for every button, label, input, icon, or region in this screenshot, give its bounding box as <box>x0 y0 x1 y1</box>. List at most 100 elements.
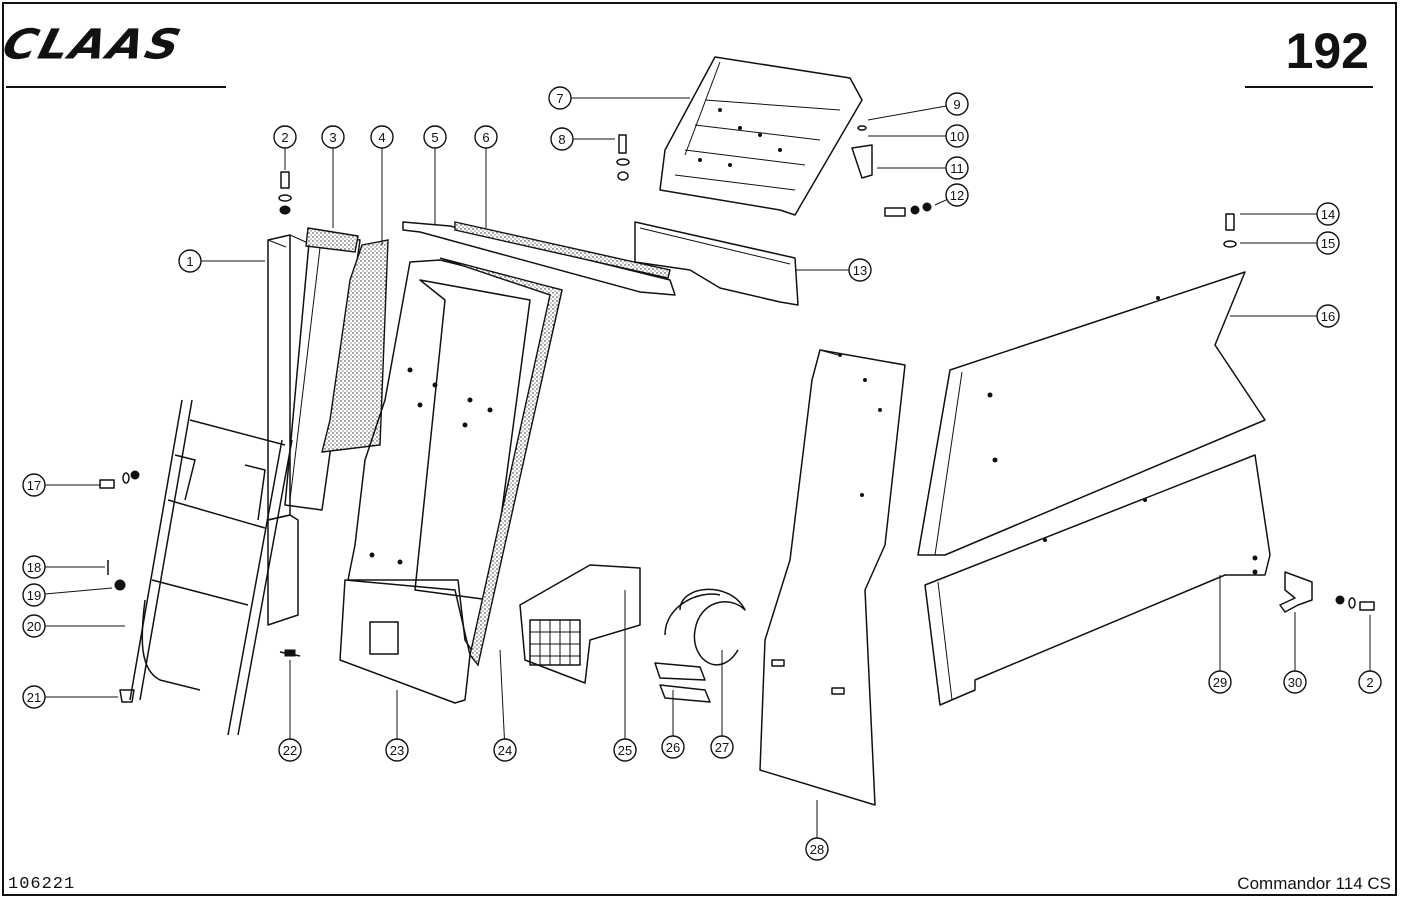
callout-6: 6 <box>474 125 498 228</box>
callout-label: 29 <box>1213 675 1227 690</box>
callout-2: 2 <box>273 125 297 170</box>
callout-29: 29 <box>1208 575 1232 694</box>
callout-2: 2 <box>1358 615 1382 694</box>
part-13-bracket <box>634 221 799 306</box>
part-23-lower-plate <box>339 579 471 704</box>
callout-circle <box>22 614 46 638</box>
callout-8: 8 <box>550 127 615 151</box>
callout-4: 4 <box>370 125 394 245</box>
callout-label: 30 <box>1288 675 1302 690</box>
callout-label: 13 <box>853 263 867 278</box>
callout-15: 15 <box>1240 231 1340 255</box>
callout-19: 19 <box>22 583 113 607</box>
callout-26: 26 <box>661 690 685 759</box>
callout-label: 1 <box>186 254 193 269</box>
callout-circle <box>385 738 409 762</box>
part-24-door-panel <box>347 257 563 667</box>
callout-circle <box>278 738 302 762</box>
page-number: 192 <box>1285 23 1369 79</box>
callout-circle <box>1316 202 1340 226</box>
callout-21: 21 <box>22 685 118 709</box>
callout-label: 11 <box>950 161 964 176</box>
callout-circle <box>1316 231 1340 255</box>
callout-18: 18 <box>22 555 105 579</box>
callout-label: 21 <box>27 690 41 705</box>
part-22-screw <box>279 649 301 657</box>
callout-label: 10 <box>950 129 964 144</box>
callout-circle <box>423 125 447 149</box>
callout-label: 2 <box>281 130 288 145</box>
callout-circle <box>1358 670 1382 694</box>
callout-circle <box>945 124 969 148</box>
part-30-bracket <box>1279 571 1375 613</box>
callout-12: 12 <box>934 183 969 207</box>
part-17-21-hardware <box>99 470 140 703</box>
part-26-27-hose <box>654 588 746 703</box>
callout-circle <box>474 125 498 149</box>
callout-label: 26 <box>666 740 680 755</box>
part-29-lower-panel <box>924 454 1271 706</box>
callout-label: 12 <box>950 188 964 203</box>
callout-label: 24 <box>498 743 512 758</box>
callout-label: 23 <box>390 743 404 758</box>
callout-label: 25 <box>618 743 632 758</box>
callout-circle <box>848 258 872 282</box>
callout-circle <box>550 127 574 151</box>
callout-label: 4 <box>378 130 385 145</box>
part-5-6-rail <box>402 221 676 296</box>
callout-11: 11 <box>877 156 969 180</box>
part-25-grille-box <box>519 564 641 684</box>
callout-27: 27 <box>710 650 734 759</box>
model-name: Commandor 114 CS <box>1237 874 1391 893</box>
callout-label: 9 <box>953 97 960 112</box>
callout-circle <box>661 735 685 759</box>
callout-leader <box>44 587 113 595</box>
callout-7: 7 <box>548 86 690 110</box>
callout-label: 6 <box>482 130 489 145</box>
callout-5: 5 <box>423 125 447 225</box>
callout-3: 3 <box>321 125 345 228</box>
part-2-bolt <box>278 171 292 215</box>
callout-leader <box>867 105 947 121</box>
header-rule-right <box>1245 86 1373 88</box>
callout-circle <box>22 685 46 709</box>
callout-circle <box>805 837 829 861</box>
callout-14: 14 <box>1240 202 1340 226</box>
part-4-foam-seal <box>321 239 389 453</box>
callout-circle <box>22 583 46 607</box>
callout-circle <box>273 125 297 149</box>
callout-circle <box>1283 670 1307 694</box>
part-16-upper-panel <box>917 271 1266 556</box>
callout-circle <box>1316 304 1340 328</box>
callout-25: 25 <box>613 590 637 762</box>
callout-label: 3 <box>329 130 336 145</box>
callout-17: 17 <box>22 473 100 497</box>
callout-1: 1 <box>178 249 265 273</box>
callout-circle <box>945 183 969 207</box>
callout-label: 16 <box>1321 309 1335 324</box>
part-8-bolt <box>616 134 630 181</box>
callout-20: 20 <box>22 614 125 638</box>
callout-28: 28 <box>805 800 829 861</box>
callout-circle <box>945 156 969 180</box>
callout-circle <box>548 86 572 110</box>
callout-leader <box>934 199 948 206</box>
callout-label: 22 <box>283 743 297 758</box>
callout-circle <box>22 473 46 497</box>
header-rule-left <box>6 86 226 88</box>
callout-label: 15 <box>1321 236 1335 251</box>
callout-label: 8 <box>558 132 565 147</box>
part-1-post <box>267 234 309 626</box>
reference-number: 106221 <box>8 875 76 894</box>
callout-label: 18 <box>27 560 41 575</box>
callout-label: 7 <box>556 91 563 106</box>
callout-circle <box>493 738 517 762</box>
callout-label: 17 <box>27 478 41 493</box>
callout-circle <box>613 738 637 762</box>
part-28-column-panel <box>759 349 906 806</box>
part-20-ladder <box>129 399 293 736</box>
callout-label: 5 <box>431 130 438 145</box>
callout-circle <box>178 249 202 273</box>
